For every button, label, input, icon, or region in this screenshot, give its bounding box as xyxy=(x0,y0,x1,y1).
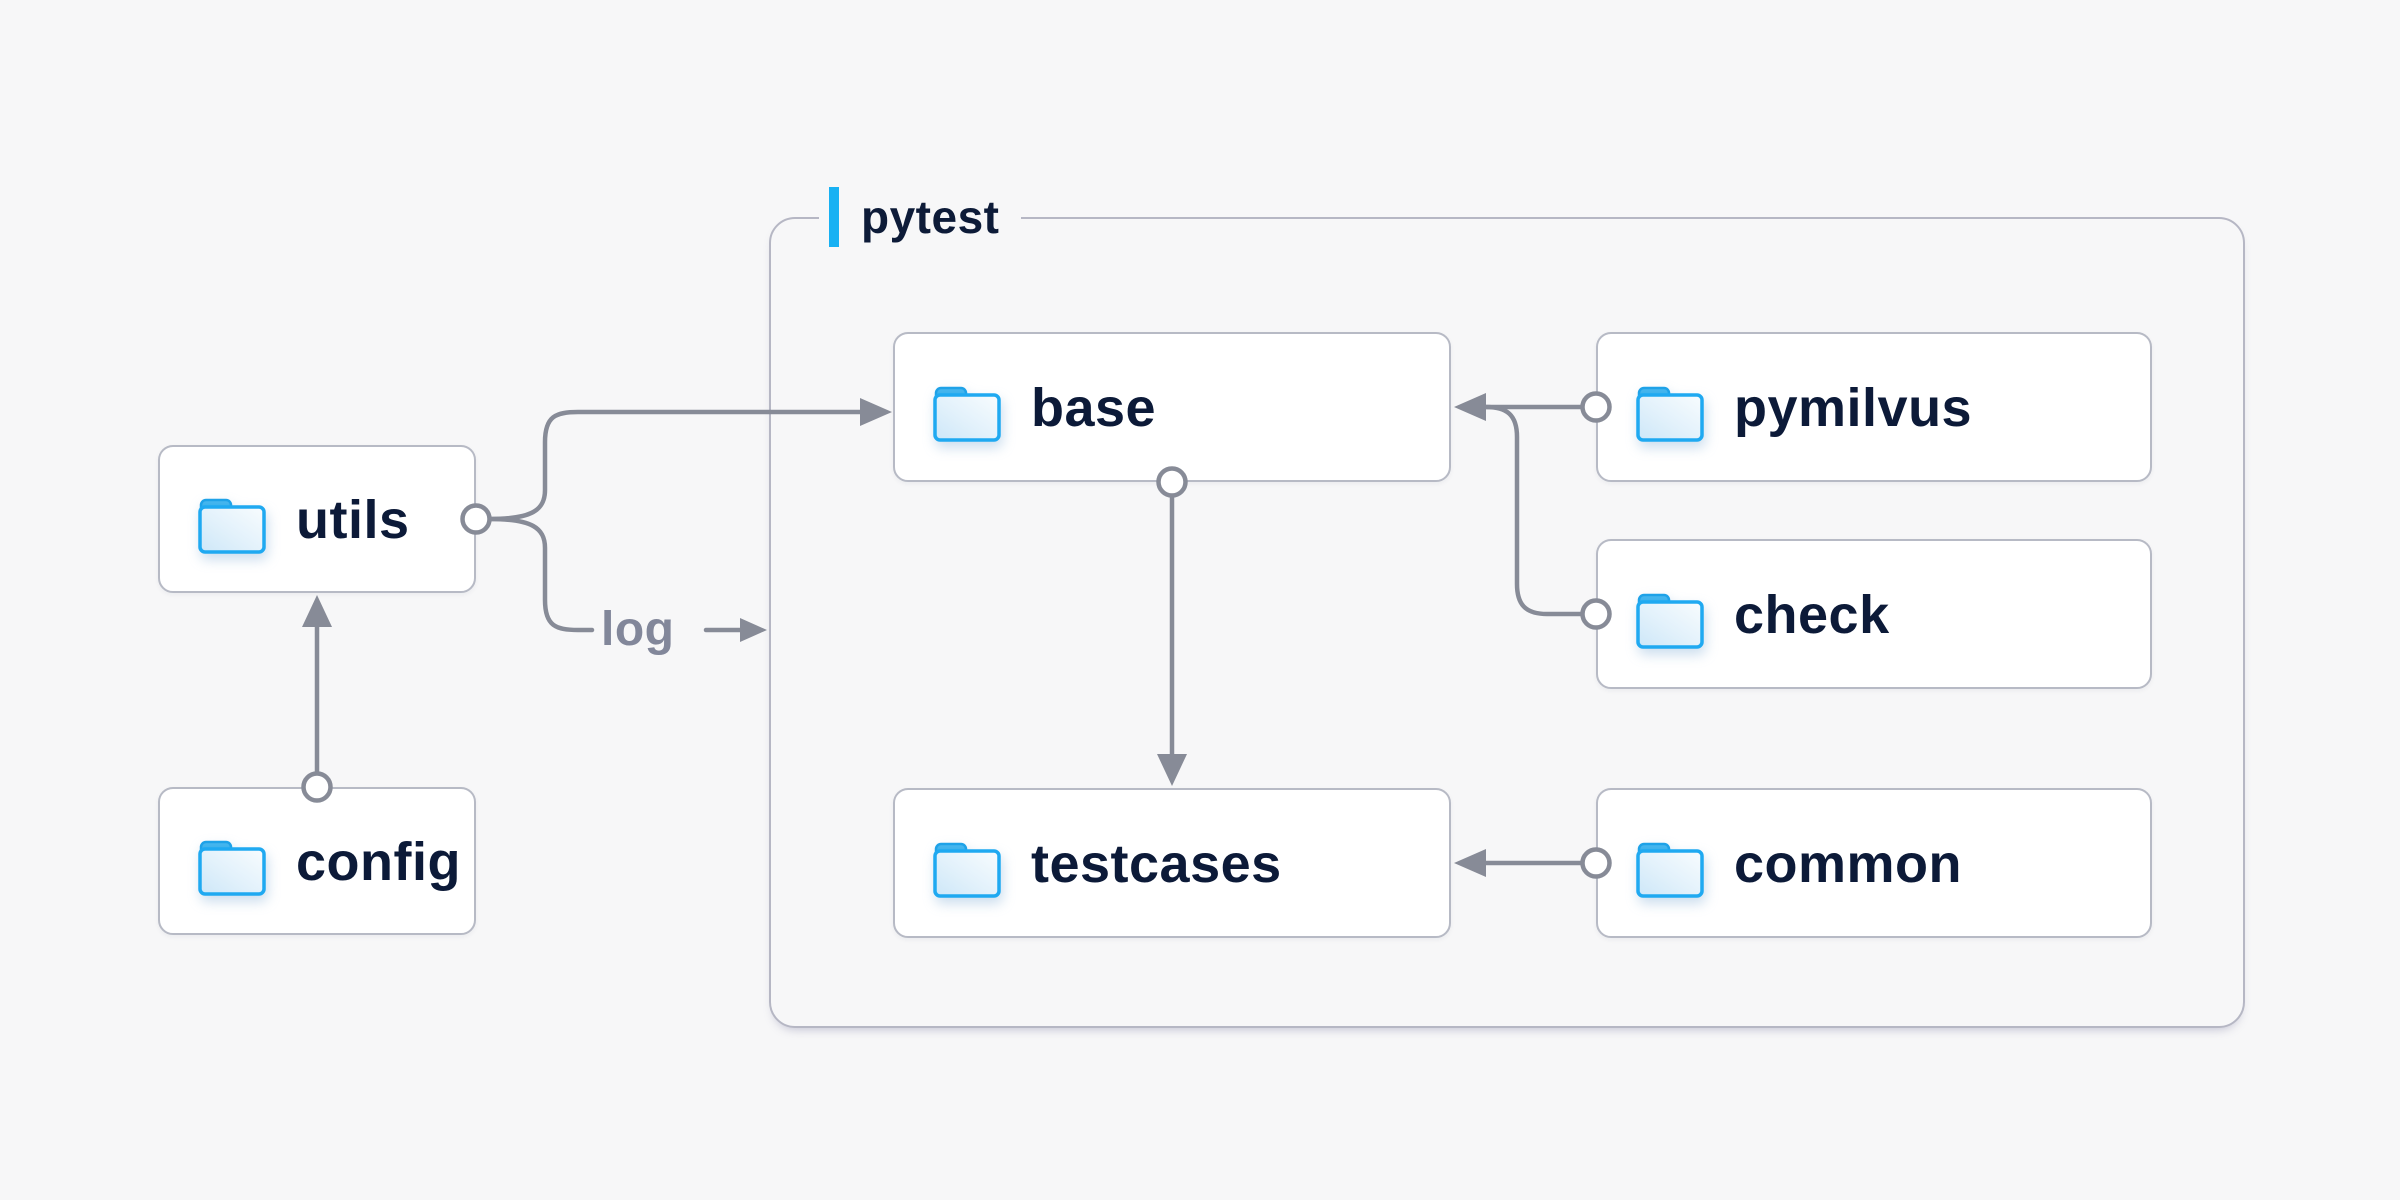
node-content: check xyxy=(1635,588,1890,650)
node-label: base xyxy=(1031,378,1157,438)
node-label: pymilvus xyxy=(1734,378,1973,438)
node-common: common xyxy=(1596,788,2152,938)
folder-body xyxy=(1636,393,1704,442)
folder-icon xyxy=(932,385,1002,443)
node-label: utils xyxy=(296,490,410,550)
folder-icon xyxy=(932,841,1002,899)
folder-body xyxy=(1636,849,1704,898)
node-label: common xyxy=(1734,834,1963,894)
node-content: testcases xyxy=(932,837,1282,899)
node-label: config xyxy=(296,832,461,892)
folder-body xyxy=(933,849,1001,898)
label-accent-bar-icon xyxy=(829,187,839,247)
folder-body xyxy=(933,393,1001,442)
folder-body xyxy=(198,847,266,896)
node-label: testcases xyxy=(1031,834,1282,894)
folder-icon xyxy=(1635,385,1705,443)
arrowhead-right-icon xyxy=(740,618,767,642)
pytest-group-container: pytest xyxy=(769,185,2245,1028)
node-content: common xyxy=(1635,837,1962,899)
folder-icon xyxy=(1635,841,1705,899)
edge-utils-log xyxy=(487,516,595,633)
node-pymilvus: pymilvus xyxy=(1596,332,2152,482)
folder-icon xyxy=(197,839,267,897)
node-testcases: testcases xyxy=(893,788,1451,938)
pytest-group-label: pytest xyxy=(819,185,1022,249)
edge-label-log: log xyxy=(601,603,675,656)
pytest-group-title: pytest xyxy=(861,191,1000,243)
node-config: config xyxy=(158,787,476,935)
node-utils: utils xyxy=(158,445,476,593)
node-label: check xyxy=(1734,585,1890,645)
node-check: check xyxy=(1596,539,2152,689)
node-content: utils xyxy=(197,493,410,555)
folder-icon xyxy=(1635,592,1705,650)
node-content: config xyxy=(197,835,461,897)
folder-icon xyxy=(197,497,267,555)
arrowhead-up-icon xyxy=(302,595,332,627)
folder-body xyxy=(1636,600,1704,649)
node-content: base xyxy=(932,381,1156,443)
folder-body xyxy=(198,505,266,554)
node-content: pymilvus xyxy=(1635,381,1972,443)
node-base: base xyxy=(893,332,1451,482)
